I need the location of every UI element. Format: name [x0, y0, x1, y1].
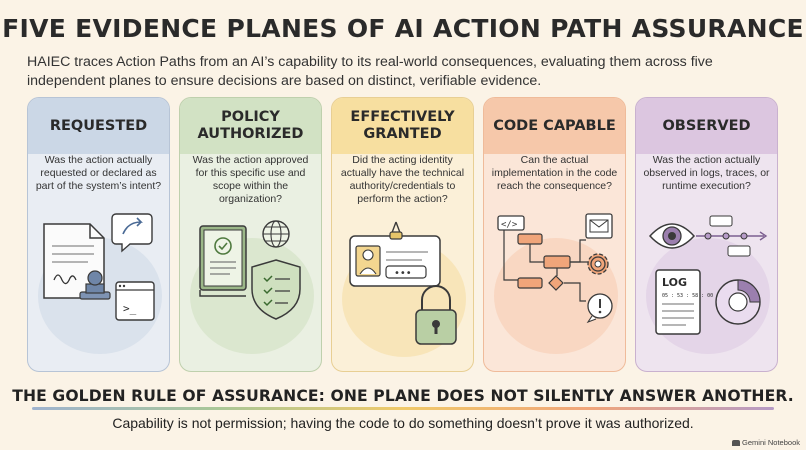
plane-question: Was the action actually observed in logs…	[643, 154, 770, 192]
plane-card-code-capable: CODE CAPABLE Can the actual implementati…	[483, 97, 626, 372]
password-field-icon: •••	[385, 265, 427, 279]
mail-icon	[585, 213, 613, 239]
plane-question: Was the action approved for this specifi…	[192, 154, 309, 205]
requested-illustration: >_	[28, 204, 169, 369]
plane-card-observed: OBSERVED Was the action actually observe…	[635, 97, 778, 372]
padlock-icon	[415, 285, 457, 345]
planes-row: REQUESTED Was the action actually reques…	[27, 97, 779, 372]
svg-text:LOG: LOG	[662, 276, 687, 289]
gauge-icon	[715, 279, 761, 325]
plane-question: Did the acting identity actually have th…	[340, 154, 465, 205]
timeline-icon	[696, 215, 768, 257]
svg-text:</>: </>	[501, 220, 518, 230]
notebook-logo-icon	[732, 439, 741, 446]
notebook-badge: Gemini Notebook	[732, 438, 800, 447]
eye-icon	[648, 223, 696, 249]
svg-text:05 : 53 : 58 : 00: 05 : 53 : 58 : 00	[662, 293, 713, 299]
plane-card-effectively-granted: EFFECTIVELY GRANTED Did the acting ident…	[331, 97, 474, 372]
reply-speech-bubble-icon	[111, 213, 153, 253]
svg-text:>_: >_	[123, 302, 137, 315]
plane-heading: CODE CAPABLE	[484, 98, 625, 154]
plane-card-policy-authorized: POLICY AUTHORIZED Was the action approve…	[179, 97, 322, 372]
golden-rule-prefix: THE GOLDEN RULE OF ASSURANCE:	[12, 387, 325, 405]
plane-heading: REQUESTED	[28, 98, 169, 154]
policy-book-icon	[199, 225, 247, 297]
code-illustration: </>	[484, 204, 625, 369]
flowchart-icon	[503, 230, 588, 302]
policy-illustration	[180, 204, 321, 369]
terminal-window-icon: >_	[115, 281, 155, 321]
page-subtitle: HAIEC traces Action Paths from an AI’s c…	[27, 54, 713, 89]
gear-icon	[587, 253, 609, 275]
svg-text:•••: •••	[394, 268, 412, 279]
stamp-icon	[79, 270, 111, 300]
plane-question: Was the action actually requested or dec…	[35, 154, 162, 192]
golden-rule: THE GOLDEN RULE OF ASSURANCE: ONE PLANE …	[0, 387, 806, 405]
plane-card-requested: REQUESTED Was the action actually reques…	[27, 97, 170, 372]
notebook-badge-label: Gemini Notebook	[742, 438, 800, 447]
plane-heading: POLICY AUTHORIZED	[180, 98, 321, 154]
granted-illustration: •••	[332, 204, 473, 369]
code-tag-icon: </>	[497, 215, 525, 231]
golden-rule-emphasis: ONE PLANE DOES NOT SILENTLY ANSWER ANOTH…	[330, 387, 794, 405]
plane-question: Can the actual implementation in the cod…	[491, 154, 618, 192]
footer-note: Capability is not permission; having the…	[112, 415, 694, 431]
observed-illustration: LOG 05 : 53 : 58 : 00	[636, 204, 777, 369]
alert-bubble-icon	[586, 293, 613, 324]
plane-heading: OBSERVED	[636, 98, 777, 154]
golden-rule-underline	[32, 407, 774, 410]
log-file-icon: LOG 05 : 53 : 58 : 00	[655, 269, 713, 335]
globe-icon	[262, 220, 290, 248]
plane-heading: EFFECTIVELY GRANTED	[332, 98, 473, 154]
page-title: FIVE EVIDENCE PLANES OF AI ACTION PATH A…	[2, 14, 804, 43]
checklist-shield-icon	[251, 259, 301, 320]
